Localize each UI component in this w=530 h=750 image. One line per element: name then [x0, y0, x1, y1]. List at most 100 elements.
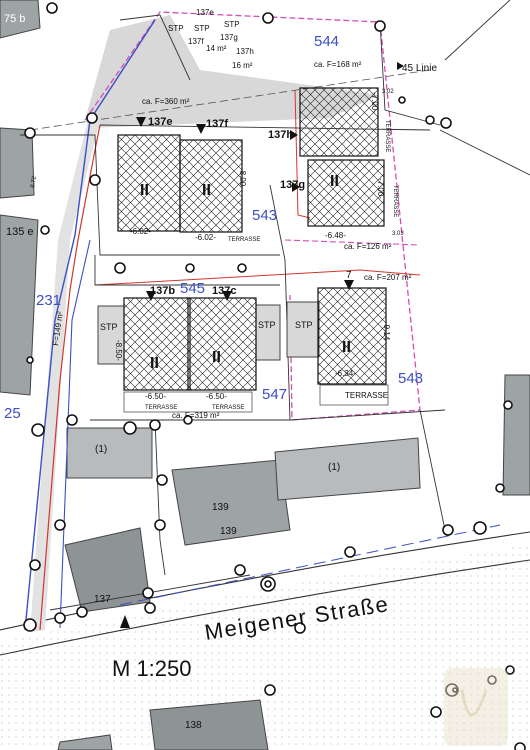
survey-points — [23, 2, 526, 750]
stp-left — [97, 305, 125, 365]
dim-648: -6.48- — [325, 231, 346, 240]
scale-label: M 1:250 — [112, 656, 192, 681]
unit-137f-label: 137f — [206, 118, 228, 130]
plot-boundary-pink — [84, 11, 421, 421]
dim-850: -8.50- — [114, 340, 123, 361]
building-75b — [0, 0, 41, 39]
building-139-label: 139 — [212, 502, 229, 513]
building-138-label: 138 — [185, 720, 202, 731]
street-edge-south — [0, 559, 530, 656]
top-label-area14: 14 m² — [206, 44, 227, 53]
top-label-137e: 137e — [196, 8, 214, 17]
dim-302: 3.02 — [382, 89, 394, 95]
area-319: ca. F=319 m² — [172, 411, 220, 420]
boundary-543-544 — [284, 239, 421, 246]
line-label-45: 45 Linie — [402, 63, 437, 74]
dim-650-left: -6.50- — [145, 392, 166, 401]
top-label-137h: 137h — [236, 47, 254, 56]
terrace-label-3: TERRASSE — [228, 237, 260, 243]
dim-634: -6.34- — [335, 369, 356, 378]
terrace-label-2: TERRASSE — [212, 405, 244, 411]
street-area — [0, 545, 530, 750]
top-label-area16: 16 m² — [232, 61, 253, 70]
parcel-231: 231 — [36, 292, 61, 309]
parcel-547: 547 — [262, 386, 287, 403]
building-139 — [171, 459, 291, 546]
top-label-stp-2: STP — [194, 24, 210, 33]
unit-137c-label: 137c — [212, 285, 236, 297]
unit-137b-label: 137b — [150, 285, 175, 297]
terrace-label-5: TERRASSE — [384, 120, 390, 152]
unit-137e-label: 137e — [148, 116, 172, 128]
parcel-545: 545 — [180, 280, 205, 297]
red-boundary-3 — [294, 89, 311, 219]
unit-137c — [187, 297, 257, 391]
watermark-logo — [444, 668, 508, 746]
gable-mark: II — [342, 339, 351, 356]
terrace-label-4: TERRASSE — [345, 391, 388, 400]
building-1-left — [66, 427, 153, 479]
top-label-stp-1: STP — [168, 24, 184, 33]
unit-137e — [117, 134, 181, 232]
stp-right-label: STP — [295, 320, 313, 330]
stp-left-label: STP — [100, 322, 118, 332]
unit-137f — [179, 139, 243, 233]
entrance-arrows — [120, 62, 404, 628]
parcel-548: 548 — [398, 370, 423, 387]
parcel-25: 25 — [4, 405, 21, 422]
gable-mark: II — [150, 355, 159, 372]
dim-650-right: -6.50- — [206, 392, 227, 401]
building-139-label-2: 139 — [220, 526, 237, 537]
dim-700-bot: -7.00- — [376, 178, 385, 199]
building-137-label: 137 — [94, 594, 111, 605]
parcel-544: 544 — [314, 33, 339, 50]
dim-872: 8.72 — [30, 175, 38, 188]
terrace-left — [123, 391, 253, 413]
area-207: ca. F=207 m² — [364, 273, 412, 282]
street-edge-north — [0, 531, 530, 631]
top-label-stp-3: STP — [224, 20, 240, 29]
stp-mid-label: STP — [258, 320, 276, 330]
unit-137h-label: 137h — [268, 129, 293, 141]
top-label-137f: 137f — [188, 37, 204, 46]
dim-700-top: -7.00- — [370, 92, 379, 113]
terrace-label-1: TERRASSE — [145, 405, 177, 411]
dim-303: 3.03 — [392, 231, 404, 237]
building-231-strip — [0, 214, 39, 396]
building-137 — [64, 527, 151, 613]
top-label-137g: 137g — [220, 33, 238, 42]
dim-914: -9.14- — [382, 322, 391, 343]
parcel-75b: 75 b — [4, 13, 25, 25]
terrace-label-6: TERRASSE — [392, 185, 398, 217]
unit-137h — [299, 87, 379, 157]
driveway-lane — [30, 120, 100, 632]
building-bottom-left — [57, 734, 113, 750]
red-boundary-2 — [94, 269, 421, 286]
stp-mid — [255, 304, 281, 361]
building-right-edge — [502, 374, 530, 496]
unit-137g-label: 137g — [280, 179, 305, 191]
unit-137g — [307, 159, 385, 227]
building-1-left-label: (1) — [95, 444, 107, 455]
terrace-right — [319, 384, 389, 406]
building-7-label: 7 — [346, 270, 352, 281]
building-135e — [0, 127, 35, 199]
parcel-135e: 135 e — [6, 226, 34, 238]
area-360: ca. F=360 m² — [142, 97, 190, 106]
gable-mark: II — [140, 182, 149, 199]
dashed-road-line — [119, 524, 501, 606]
building-1-right — [274, 437, 421, 501]
dim-800: -8.00- — [238, 168, 247, 189]
building-1-right-label: (1) — [328, 462, 340, 473]
parcel-543: 543 — [252, 207, 277, 224]
gable-mark: II — [330, 173, 339, 190]
gable-mark: II — [212, 349, 221, 366]
dim-602-left: -6.02- — [130, 227, 151, 236]
building-138 — [149, 699, 269, 750]
unit-7 — [317, 287, 387, 385]
parcel-line-blue — [24, 19, 156, 631]
gable-mark: II — [202, 182, 211, 199]
unit-137b — [123, 297, 191, 391]
area-126: ca. F=126 m² — [344, 242, 392, 251]
